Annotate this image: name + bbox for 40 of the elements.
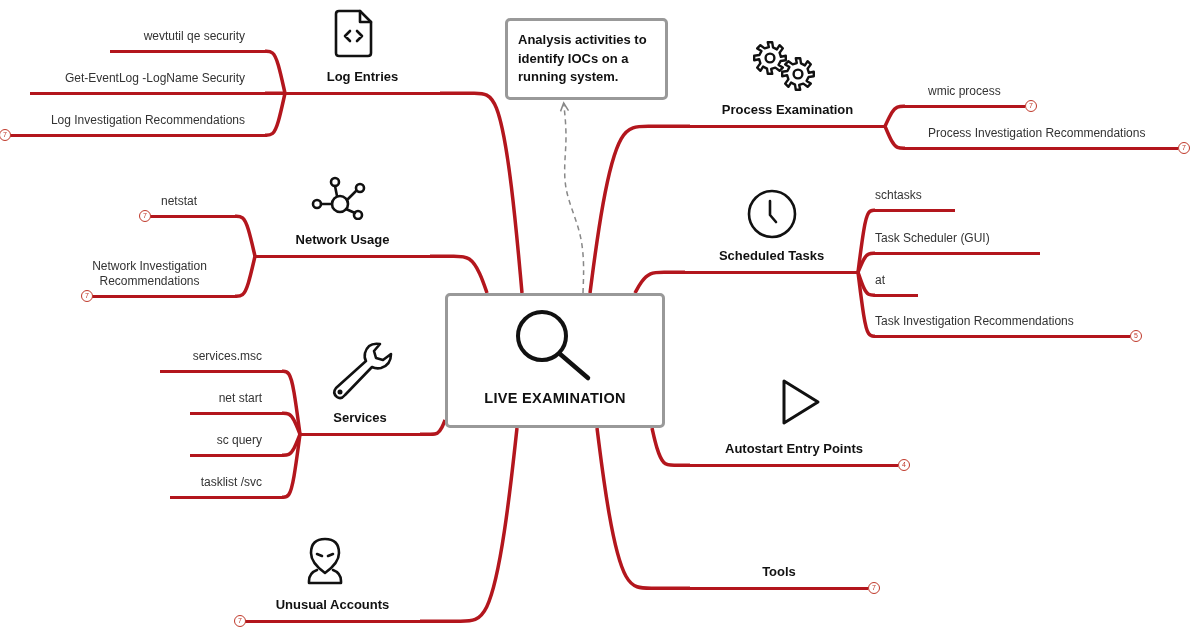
subtopic-label: Task Investigation Recommendations bbox=[875, 316, 1130, 338]
branch-line bbox=[883, 104, 906, 127]
branch-line bbox=[588, 124, 690, 294]
branch-line bbox=[281, 411, 302, 435]
subtopic-label: Task Scheduler (GUI) bbox=[875, 233, 1040, 255]
branch-line bbox=[650, 427, 690, 467]
branch-line bbox=[440, 91, 524, 294]
branch-line bbox=[420, 427, 519, 623]
central-topic-box: LIVE EXAMINATION bbox=[445, 293, 665, 428]
subtopic-label: Network Investigation Recommendations bbox=[92, 232, 235, 298]
branch-line bbox=[633, 270, 685, 294]
topic-label: Services bbox=[300, 406, 420, 436]
subtopic-label: services.msc bbox=[160, 351, 282, 373]
branch-line bbox=[264, 92, 287, 137]
branch-line bbox=[281, 434, 302, 499]
subtopic-label: netstat bbox=[150, 196, 235, 218]
dashed-arrow bbox=[559, 102, 585, 294]
subtopic-label: net start bbox=[190, 393, 282, 415]
branch-line bbox=[420, 419, 447, 436]
topic-label: Scheduled Tasks bbox=[685, 244, 858, 274]
subtopic-label: at bbox=[875, 275, 918, 297]
branch-line bbox=[264, 91, 286, 95]
topic-label: Process Examination bbox=[690, 98, 885, 128]
subtopic-label: Log Investigation Recommendations bbox=[10, 115, 265, 137]
subtopic-label: wmic process bbox=[905, 86, 1025, 108]
subtopic-label: tasklist /svc bbox=[170, 477, 282, 499]
topic-label: Tools bbox=[690, 560, 868, 590]
subtopic-label: Process Investigation Recommendations bbox=[905, 128, 1178, 150]
callout-box: Analysis activities to identify IOCs on a running system. bbox=[505, 18, 668, 100]
subtopic-label: Get-EventLog -LogName Security bbox=[30, 73, 265, 95]
branch-line bbox=[430, 254, 489, 294]
topic-label: Log Entries bbox=[285, 65, 440, 95]
subtopic-label: schtasks bbox=[875, 190, 955, 212]
topic-label: Autostart Entry Points bbox=[690, 437, 898, 467]
topic-label: Network Usage bbox=[255, 228, 430, 258]
topic-label: Unusual Accounts bbox=[245, 593, 420, 623]
subtopic-label: wevtutil qe security bbox=[110, 31, 265, 53]
branch-line bbox=[856, 251, 876, 273]
subtopic-label: sc query bbox=[190, 435, 282, 457]
branch-line bbox=[595, 427, 690, 590]
